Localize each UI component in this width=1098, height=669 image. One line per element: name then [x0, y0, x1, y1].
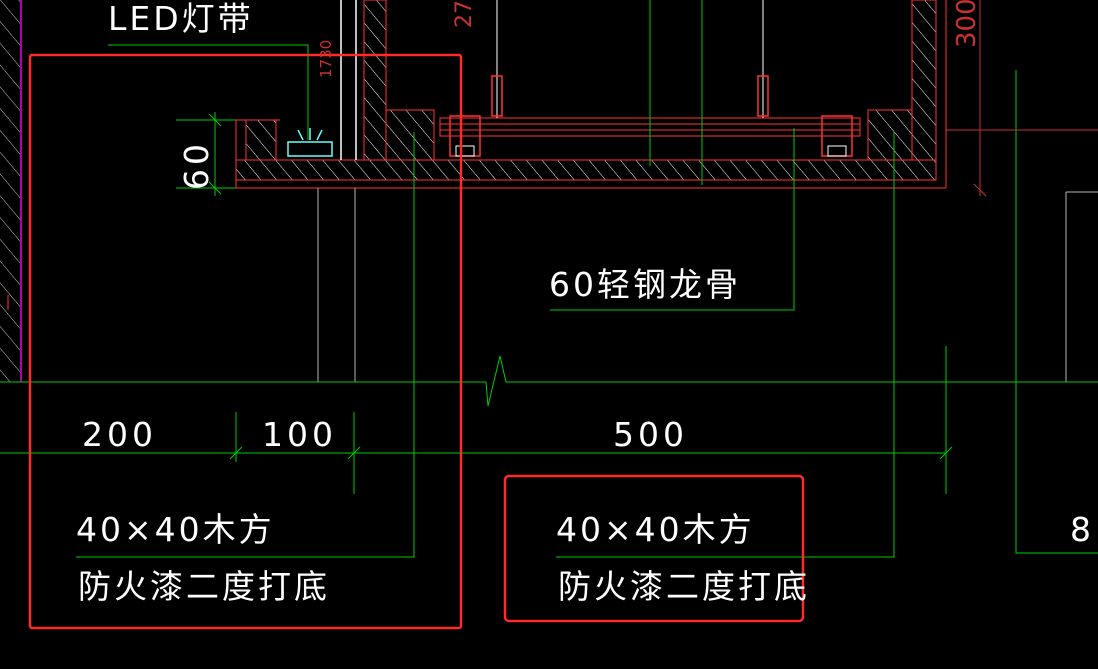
right-dimension-lines: [946, 0, 1098, 197]
wood-label-right: 40×40木方: [556, 510, 755, 549]
fire-label-right: 防火漆二度打底: [558, 567, 810, 606]
edge-cut-text: 8: [1070, 510, 1095, 549]
wood-label-left: 40×40木方: [76, 510, 275, 549]
highlight-boxes: [28, 53, 805, 630]
led-strip: [287, 128, 333, 157]
dim-300: 300: [952, 0, 982, 48]
leader-lines: [0, 0, 1098, 558]
keel-label: 60轻钢龙骨: [549, 265, 741, 304]
ceiling-slab: [235, 119, 946, 189]
dim-100: 100: [262, 415, 337, 454]
dim-1730: 1730: [317, 40, 335, 78]
gypsum-walls: [317, 0, 1098, 382]
led-strip-label: LED灯带: [108, 0, 254, 38]
dim-27: 27: [452, 0, 477, 28]
fire-label-left: 防火漆二度打底: [78, 567, 330, 606]
dim-60-vertical: 60: [177, 140, 216, 190]
left-wall: [0, 0, 22, 382]
dim-500: 500: [613, 415, 688, 454]
dim-200: 200: [82, 415, 157, 454]
